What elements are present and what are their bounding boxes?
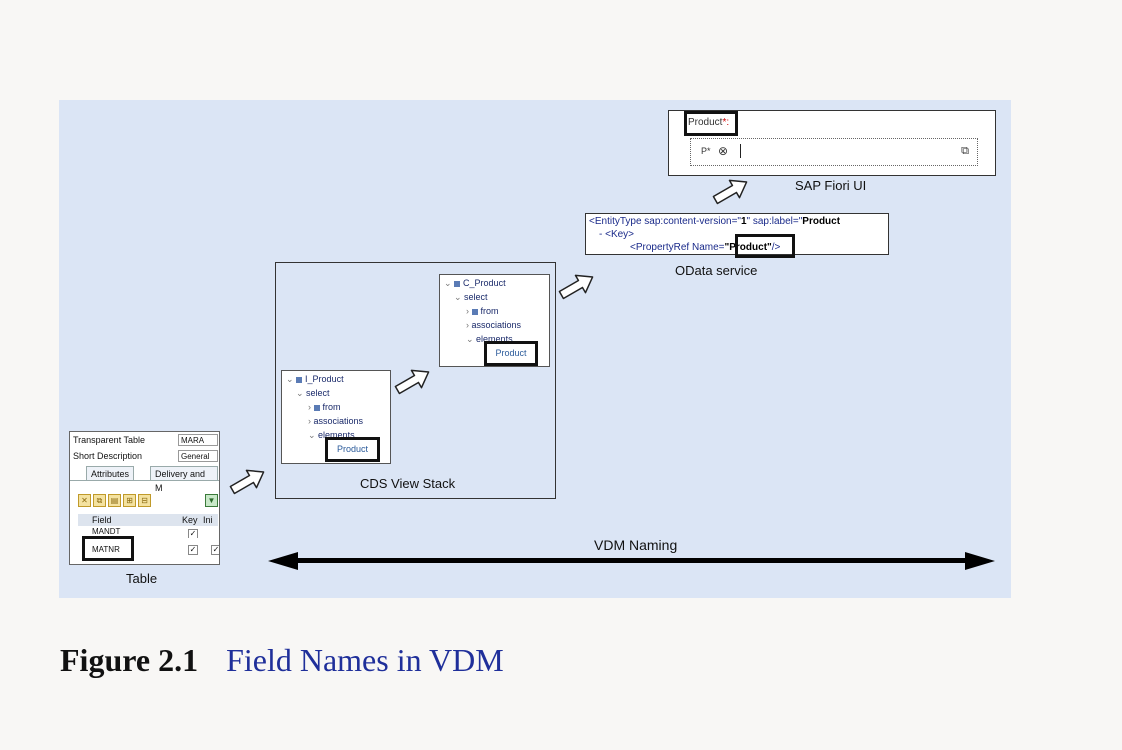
tabstrip: Attributes Delivery and M xyxy=(78,466,218,493)
transparent-table-value: MARA xyxy=(178,434,218,446)
odata-product-highlight xyxy=(735,234,795,258)
view-icon xyxy=(296,376,303,383)
arrow-table-to-cds xyxy=(229,469,265,495)
tree-root-c-product: ⌄ C_Product xyxy=(444,278,506,288)
delete-row-icon[interactable]: ⊟ xyxy=(138,494,151,507)
tab-attributes[interactable]: Attributes xyxy=(86,466,135,481)
insert-row-icon[interactable]: ⊞ xyxy=(123,494,136,507)
view-icon xyxy=(454,280,461,287)
key-checkbox-matnr[interactable]: ✓ xyxy=(188,545,198,555)
clear-icon[interactable]: ⊗ xyxy=(718,144,729,158)
tree-node-from: › from xyxy=(466,306,499,316)
text-cursor xyxy=(740,144,741,158)
vdm-naming-arrow xyxy=(268,552,995,570)
se11-table-screenshot: Transparent Table MARA Short Description… xyxy=(69,431,220,565)
short-description-value: General xyxy=(178,450,218,462)
col-field: Field xyxy=(92,515,112,525)
short-description-label: Short Description xyxy=(73,451,143,461)
tab-divider xyxy=(70,480,219,481)
value-help-prefix: P* xyxy=(701,146,711,156)
tree-node-associations: › associations xyxy=(308,416,364,426)
col-key: Key xyxy=(182,515,198,525)
tree-root-i-product: ⌄ I_Product xyxy=(286,374,344,384)
i-product-field-highlight: Product xyxy=(325,437,380,462)
col-initial: Ini xyxy=(203,515,213,525)
table-row: MANDT ✓ xyxy=(78,528,218,538)
value-help-icon[interactable]: ⧉ xyxy=(961,145,969,157)
figure-number: Figure 2.1 xyxy=(60,642,199,678)
odata-entitytype-line: <EntityType sap:content-version="1" sap:… xyxy=(589,216,841,227)
tab-delivery[interactable]: Delivery and M xyxy=(150,466,218,493)
paste-icon[interactable]: ▤ xyxy=(108,494,121,507)
copy-icon[interactable]: ⧉ xyxy=(93,494,106,507)
arrow-cds-to-odata xyxy=(558,274,594,300)
tree-node-associations: › associations xyxy=(466,320,522,330)
fiori-ui-screenshot: Product*: P* ⊗ ⧉ xyxy=(668,110,996,176)
transparent-table-label: Transparent Table xyxy=(73,435,146,445)
arrow-lower-to-upper-view xyxy=(394,369,430,395)
fiori-field-label: Product*: xyxy=(688,117,730,128)
product-input[interactable]: P* ⊗ ⧉ xyxy=(690,138,978,166)
tree-node-elements: ⌄ elements xyxy=(466,334,513,344)
table-row: MATNR ✓ ✓ xyxy=(78,543,220,556)
tree-node-elements: ⌄ elements xyxy=(308,430,355,440)
key-checkbox-mandt[interactable]: ✓ xyxy=(188,529,198,538)
tree-node-select: ⌄ select xyxy=(296,388,330,398)
table-icon xyxy=(313,404,320,411)
odata-caption: OData service xyxy=(675,263,758,278)
figure-title: Field Names in VDM xyxy=(226,642,504,678)
figure-caption: Figure 2.1 Field Names in VDM xyxy=(60,642,504,679)
cds-stack-caption: CDS View Stack xyxy=(360,476,456,491)
row-field-matnr: MATNR xyxy=(92,545,120,554)
cut-icon[interactable]: ✕ xyxy=(78,494,91,507)
vdm-naming-label: VDM Naming xyxy=(594,537,678,553)
initial-checkbox-matnr[interactable]: ✓ xyxy=(211,545,220,555)
odata-propertyref-line: <PropertyRef Name="Product"/> xyxy=(630,242,781,253)
fiori-caption: SAP Fiori UI xyxy=(795,178,867,193)
tree-node-select: ⌄ select xyxy=(454,292,488,302)
fiori-label-highlight xyxy=(684,111,738,136)
grid-header: Field Key Ini xyxy=(78,514,218,526)
c-product-field-highlight: Product xyxy=(484,341,538,366)
filter-icon[interactable]: ▼ xyxy=(205,494,218,507)
row-field-mandt: MANDT xyxy=(92,528,121,536)
table-icon xyxy=(471,308,478,315)
odata-key-line: - <Key> xyxy=(599,229,635,240)
matnr-highlight xyxy=(82,536,134,561)
table-caption: Table xyxy=(126,571,158,586)
arrow-odata-to-fiori xyxy=(712,179,748,205)
tree-node-from: › from xyxy=(308,402,341,412)
